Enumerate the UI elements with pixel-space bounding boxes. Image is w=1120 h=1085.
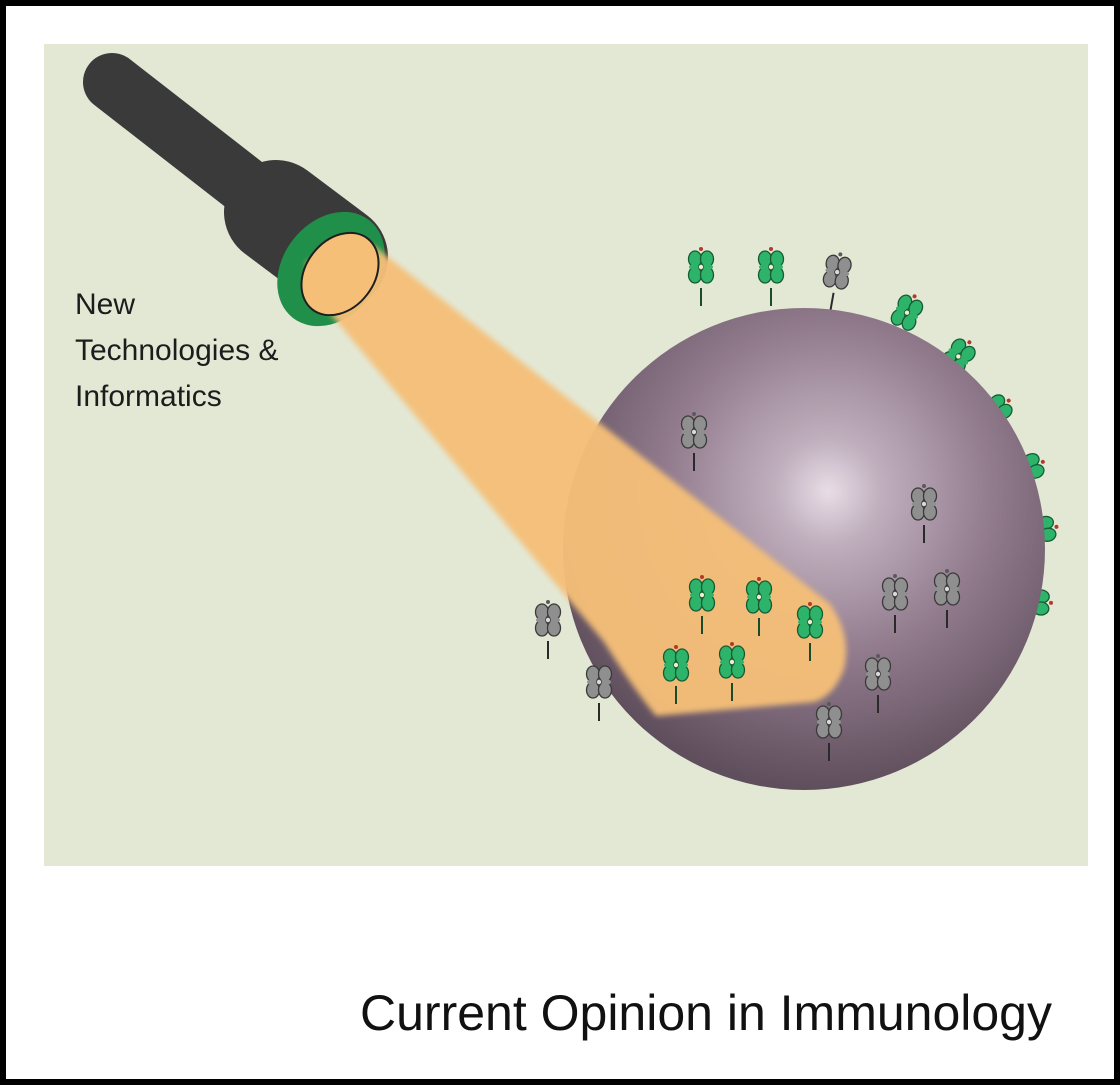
- illustration-canvas: [83, 53, 1063, 790]
- figure-label: New Technologies & Informatics: [75, 282, 278, 420]
- label-line: Technologies &: [75, 334, 279, 367]
- illustration-panel: New Technologies & Informatics: [44, 44, 1088, 866]
- journal-title: Current Opinion in Immunology: [360, 985, 1052, 1041]
- label-line: New: [75, 288, 136, 321]
- label-line: Informatics: [75, 380, 222, 413]
